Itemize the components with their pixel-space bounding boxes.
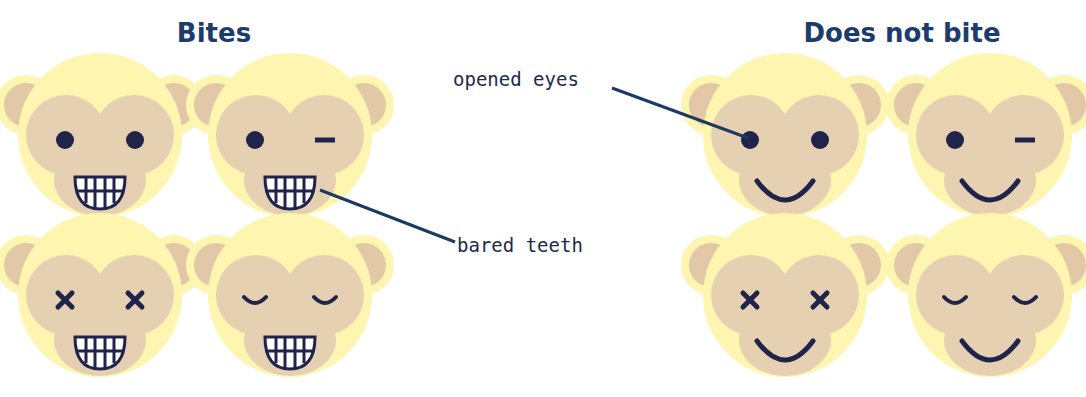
monkey-face [890,53,1086,217]
leader-line [320,190,455,242]
group-heading: Does not bite [803,20,1000,46]
monkey-face [190,213,390,377]
callout-label: opened eyes [453,70,579,89]
leader-line [612,88,748,138]
monkey-face [0,213,200,377]
monkey-face [0,53,200,217]
group-heading: Bites [177,20,251,46]
monkey-face [890,213,1086,377]
monkey-face [685,53,885,217]
callout-label: bared teeth [457,236,583,255]
monkey-face [685,213,885,377]
monkey-face [190,53,390,217]
